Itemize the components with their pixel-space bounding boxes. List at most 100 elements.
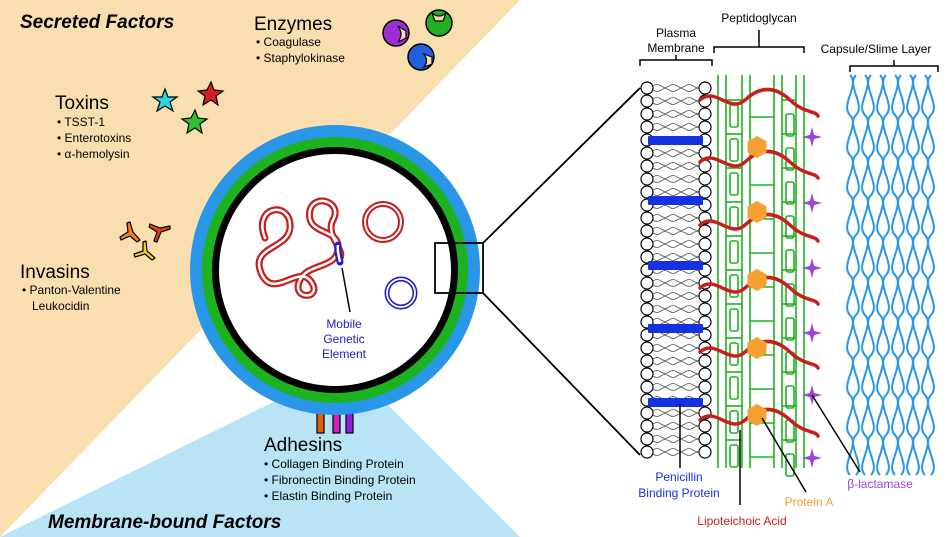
lipid-tail [652, 123, 701, 127]
lipid-tail [652, 110, 701, 114]
lipid-tail [652, 344, 701, 348]
peptidoglycan-loop [785, 385, 795, 409]
enzyme-green-icon [425, 9, 453, 37]
lipid-head [698, 237, 712, 251]
peptidoglycan-loop [729, 444, 739, 468]
peptidoglycan-loop [785, 283, 795, 307]
mge-label: Element [322, 347, 367, 361]
lipid-head [640, 146, 654, 160]
lipid-tail [652, 179, 701, 183]
peptidoglycan-loop [729, 172, 739, 196]
capsule-bracket [849, 60, 939, 72]
lipid-tail [652, 257, 701, 261]
beta-lactamase [802, 258, 822, 278]
pbp-label: Penicillin [655, 470, 702, 484]
peptidoglycan-loop [785, 113, 795, 137]
penicillin-binding-protein [648, 136, 703, 145]
peptidoglycan-loop [729, 376, 739, 400]
peptidoglycan-loop [785, 249, 795, 273]
lipid-tail [652, 127, 701, 131]
lipid-head [640, 172, 654, 186]
peptidoglycan-loop [729, 274, 739, 298]
lipid-head [698, 172, 712, 186]
capsule-strand [927, 74, 935, 476]
component-pointers [679, 394, 861, 505]
lipid-tail [652, 374, 701, 378]
enzymes-title: Enzymes [254, 14, 332, 35]
peptidoglycan-bracket [713, 30, 805, 53]
lipid-tail [652, 409, 701, 413]
lipid-head [698, 81, 712, 95]
penicillin-binding-protein [648, 196, 703, 205]
lipid-tail [652, 162, 701, 166]
peptidoglycan-loop [729, 138, 739, 162]
secreted-factors-title: Secreted Factors [20, 12, 174, 33]
lipid-head [640, 341, 654, 355]
lipid-tail [652, 426, 701, 430]
penicillin-binding-protein [648, 324, 703, 333]
lipid-tail [652, 240, 701, 244]
lipid-head [640, 445, 654, 459]
lipid-head [698, 302, 712, 316]
lipid-tail [652, 227, 701, 231]
pbp-label: Binding Protein [638, 486, 719, 500]
lipid-head [640, 419, 654, 433]
lipid-tail [652, 188, 701, 192]
lipid-head [640, 406, 654, 420]
lipid-head [698, 224, 712, 238]
cell-wall-detail [640, 74, 935, 477]
membrane-triangle [0, 365, 520, 537]
protein-a [747, 201, 767, 223]
invasins-item: • Panton-Valentine [22, 283, 121, 297]
penicillin-binding-protein [648, 261, 703, 270]
lipid-tail [652, 214, 701, 218]
capsule-label: Capsule/Slime Layer [821, 42, 932, 56]
penicillin-binding-protein [648, 398, 703, 407]
lipid-tail [652, 348, 701, 352]
lipid-tail [652, 253, 701, 257]
mge-label: Genetic [323, 332, 364, 346]
peptidoglycan-label: Peptidoglycan [721, 11, 796, 25]
zoom-box [434, 242, 484, 294]
lipid-tail [652, 88, 701, 92]
adhesins-title: Adhesins [264, 435, 342, 456]
toxin-icons [151, 80, 225, 135]
protein-a-pointer [761, 417, 807, 493]
lipid-tail [652, 153, 701, 157]
beta-lactamase [802, 323, 822, 343]
enzyme-blue-icon [407, 43, 435, 71]
lipid-tail [652, 305, 701, 309]
toxins-title: Toxins [55, 93, 109, 114]
bacterial-cell [190, 125, 480, 415]
lipid-head [640, 237, 654, 251]
lipid-tail [652, 383, 701, 387]
lipid-head [640, 107, 654, 121]
lipid-tail [652, 166, 701, 170]
toxins-item: • α-hemolysin [57, 147, 130, 161]
invasin-orange-icon [119, 221, 141, 243]
protein-a [747, 136, 767, 158]
enzymes-item: • Coagulase [256, 35, 321, 49]
lipid-tail [652, 439, 701, 443]
lipid-head [640, 289, 654, 303]
lipid-head [640, 94, 654, 108]
enzyme-icons [382, 9, 453, 71]
beta-lactamase [802, 448, 822, 468]
lipid-head [698, 367, 712, 381]
beta-lactamase-pointer [811, 394, 861, 473]
lipid-head [640, 185, 654, 199]
lipid-head [640, 367, 654, 381]
lipid-head [698, 120, 712, 134]
lipid-tail [652, 231, 701, 235]
lipid-tail [652, 318, 701, 322]
membrane-factors-title: Membrane-bound Factors [48, 512, 281, 533]
toxin-green-star-icon [180, 108, 209, 135]
protein-a [747, 337, 767, 359]
lipid-tail [652, 175, 701, 179]
capsule-strand [852, 74, 860, 476]
lipid-tail [652, 435, 701, 439]
lipid-head [640, 120, 654, 134]
lipid-tail [652, 270, 701, 274]
enzymes-item: • Staphylokinase [256, 51, 345, 65]
